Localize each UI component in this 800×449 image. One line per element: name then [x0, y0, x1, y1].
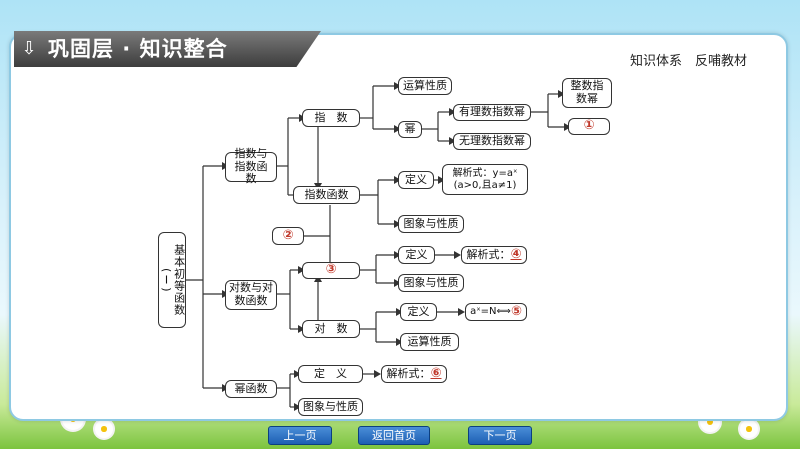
- daisy-decoration: [95, 420, 113, 438]
- tuxiang-label-1: 图象与性质: [403, 216, 459, 230]
- mi-label: 幂: [404, 122, 416, 136]
- tuxiang-node-3: 图象与性质: [298, 398, 363, 416]
- blank-2-node: ②: [272, 227, 304, 245]
- youli-label: 有理数指数幂: [459, 105, 525, 119]
- tuxiang-label-3: 图象与性质: [303, 399, 358, 413]
- formula-node: aˣ=N⟺⑤: [465, 303, 527, 321]
- zhishu-label: 指 数: [314, 110, 348, 124]
- formula-label: aˣ=N⟺: [470, 306, 511, 318]
- dingyi-label-1: 定义: [405, 172, 427, 186]
- blank-4: ④: [510, 246, 522, 262]
- jiexi-label-3: 解析式：: [386, 366, 431, 380]
- yunsuan-label-2: 运算性质: [407, 334, 452, 348]
- down-arrow-icon: ⇩: [21, 38, 37, 59]
- dingyi-label-4: 定 义: [314, 366, 347, 380]
- root-label: 基本初等函数(Ⅰ): [160, 244, 186, 316]
- mi-node: 幂: [398, 121, 422, 138]
- dingyi-node-2: 定义: [398, 246, 435, 264]
- jiexi-node-3: 解析式：⑥: [381, 365, 447, 383]
- zhishu-hanshu-node: 指数函数: [293, 186, 360, 204]
- tuxiang-node-2: 图象与性质: [398, 274, 464, 292]
- home-button[interactable]: 返回首页: [358, 426, 430, 445]
- root-node: 基本初等函数(Ⅰ): [158, 232, 186, 328]
- jiexi-line-1: 解析式：y=aˣ: [452, 168, 518, 179]
- dingyi-label-3: 定义: [407, 304, 430, 318]
- dingyi-label-2: 定义: [405, 247, 428, 261]
- branch-exp-label: 指数与指数函数: [234, 147, 268, 186]
- zhishu-hanshu-label: 指数函数: [304, 187, 349, 201]
- blank-1: ①: [583, 118, 595, 134]
- jiexi-node-2: 解析式：④: [461, 246, 527, 264]
- dingyi-node-4: 定 义: [298, 365, 363, 383]
- blank-3-node: ③: [302, 262, 360, 279]
- zhengshu-label: 整数指数幂: [570, 79, 604, 105]
- zhishu-node: 指 数: [302, 109, 360, 127]
- wuli-node: 无理数指数幂: [453, 133, 531, 150]
- branch-pow-node: 幂函数: [225, 380, 277, 398]
- next-page-button[interactable]: 下一页: [468, 426, 532, 445]
- dingyi-node-1: 定义: [398, 171, 434, 189]
- zhengshu-node: 整数指数幂: [562, 78, 612, 108]
- title-banner: [14, 31, 321, 67]
- blank-3: ③: [325, 262, 337, 278]
- branch-exp-node: 指数与指数函数: [225, 147, 277, 185]
- jiexi-line-2: (a>0,且a≠1): [453, 179, 517, 191]
- yunsuan-node-2: 运算性质: [400, 333, 459, 351]
- jiexi-label-2: 解析式：: [466, 247, 511, 261]
- blank-2: ②: [282, 227, 294, 243]
- branch-pow-label: 幂函数: [234, 381, 268, 395]
- dingyi-node-3: 定义: [400, 303, 437, 321]
- duishu-node: 对 数: [302, 320, 360, 338]
- blank-5: ⑤: [510, 303, 522, 319]
- branch-log-label: 对数与对数函数: [229, 281, 273, 307]
- yunsuan-node-1: 运算性质: [398, 77, 452, 95]
- daisy-decoration: [740, 420, 758, 438]
- tuxiang-node-1: 图象与性质: [398, 215, 464, 233]
- prev-page-button[interactable]: 上一页: [268, 426, 332, 445]
- branch-log-node: 对数与对数函数: [225, 280, 277, 310]
- tuxiang-label-2: 图象与性质: [403, 275, 459, 289]
- yunsuan-label-1: 运算性质: [403, 78, 447, 92]
- blank-6: ⑥: [430, 365, 442, 381]
- jiexi-node-1: 解析式：y=aˣ (a>0,且a≠1): [442, 164, 528, 195]
- wuli-label: 无理数指数幂: [459, 134, 525, 148]
- blank-1-node: ①: [568, 118, 610, 135]
- duishu-label: 对 数: [314, 321, 348, 335]
- page-title: 巩固层 · 知识整合: [48, 37, 228, 61]
- youli-node: 有理数指数幂: [453, 104, 531, 121]
- section-label: 知识体系 反哺教材: [630, 53, 748, 68]
